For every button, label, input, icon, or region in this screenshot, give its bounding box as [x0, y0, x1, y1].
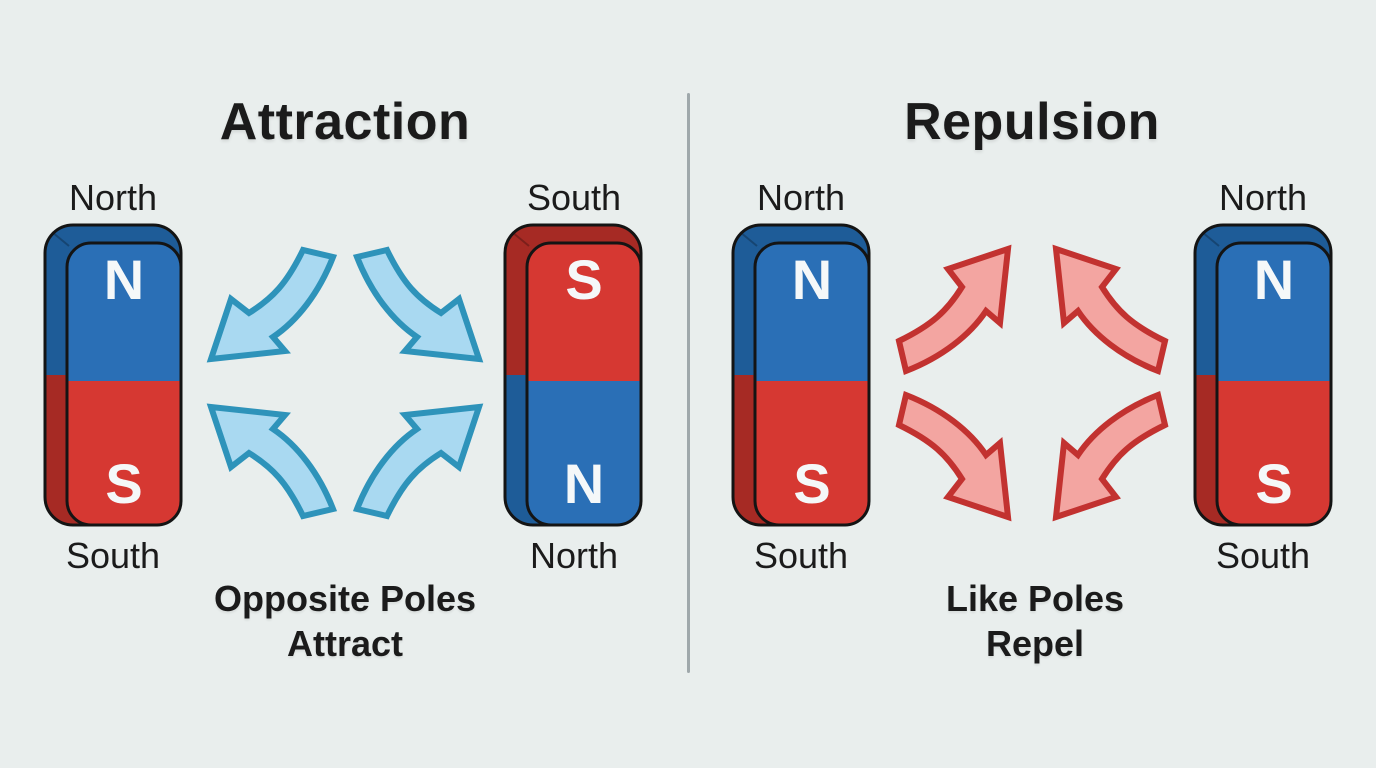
magnet-inner-outline — [525, 241, 643, 527]
pole-label-south: South — [526, 177, 622, 218]
pole-label-north: North — [756, 177, 846, 218]
attraction-caption-line2: Attract — [286, 623, 403, 664]
bar-magnet-repulsion-right: N S — [1193, 223, 1333, 527]
repulsion-arrow-top-left — [899, 249, 1008, 371]
magnet-body-front — [67, 243, 181, 525]
repulsion-caption-line2: Repel — [985, 623, 1085, 664]
bar-magnet-attraction-left: N S — [43, 223, 183, 527]
attraction-arrow-bottom-right — [357, 407, 479, 516]
attraction-arrow-bottom-left — [211, 407, 333, 516]
pole-letter-bottom: S — [793, 452, 830, 515]
pole-label-north: North — [1218, 177, 1308, 218]
repulsion-caption: Like Poles Repel — [946, 576, 1124, 666]
repulsion-caption-line1: Like Poles — [945, 578, 1125, 619]
attraction-arrows — [185, 223, 505, 543]
panel-divider — [687, 93, 690, 673]
magnet-inner-outline — [753, 241, 871, 527]
bevel-line — [51, 231, 70, 247]
pole-label-north: North — [68, 177, 158, 218]
pole-label-south: South — [1215, 535, 1311, 576]
bevel-line — [1201, 231, 1220, 247]
attraction-caption-line1: Opposite Poles — [213, 578, 477, 619]
attraction-title: Attraction — [219, 93, 471, 151]
bevel-line — [511, 231, 530, 247]
pole-letter-bottom: S — [105, 452, 142, 515]
pole-label-south: South — [753, 535, 849, 576]
repulsion-title: Repulsion — [904, 93, 1160, 151]
bevel-line — [739, 231, 758, 247]
pole-letter-bottom: S — [1255, 452, 1292, 515]
pole-label-south: South — [65, 535, 161, 576]
repulsion-arrow-top-right — [1056, 249, 1165, 371]
magnet-inner-outline — [1215, 241, 1333, 527]
repulsion-arrow-bottom-left — [899, 395, 1008, 517]
attraction-arrow-top-left — [211, 250, 333, 359]
bar-magnet-repulsion-left: N S — [731, 223, 871, 527]
magnet-body-front — [755, 243, 869, 525]
pole-letter-bottom: N — [564, 452, 604, 515]
attraction-arrow-top-right — [357, 250, 479, 359]
pole-letter-top: N — [792, 248, 832, 311]
attraction-caption: Opposite Poles Attract — [214, 576, 476, 666]
pole-letter-top: N — [1254, 248, 1294, 311]
pole-letter-top: S — [565, 248, 602, 311]
pole-label-north: North — [529, 535, 619, 576]
magnet-body-front — [527, 243, 641, 525]
magnet-inner-outline — [65, 241, 183, 527]
repulsion-arrows — [872, 223, 1192, 543]
repulsion-arrow-bottom-right — [1056, 395, 1165, 517]
magnet-body-front — [1217, 243, 1331, 525]
bar-magnet-attraction-right: S N — [503, 223, 643, 527]
pole-letter-top: N — [104, 248, 144, 311]
